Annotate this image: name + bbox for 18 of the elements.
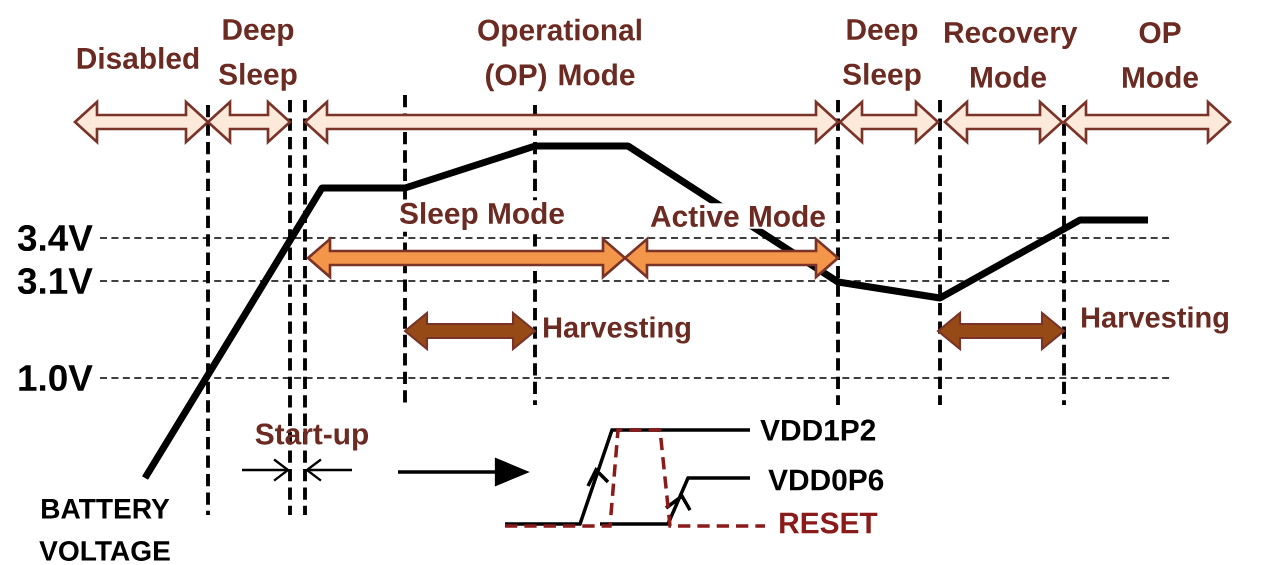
mode-label: Active Mode (648, 203, 828, 229)
curve-label: BATTERY VOLTAGE (39, 499, 170, 561)
harvesting-label: Harvesting (1082, 306, 1228, 334)
start-up-label: Start-up (255, 423, 369, 451)
mode-label: Deep Sleep (843, 19, 921, 91)
mode-label: Recovery Mode (945, 22, 1078, 88)
signal-label: RESET (780, 512, 878, 534)
voltage-label: 1.0V (19, 364, 93, 392)
mode-label: Disabled (77, 47, 199, 69)
mode-label: Sleep Mode (397, 200, 567, 232)
voltage-label: 3.1V (17, 267, 93, 295)
harvesting-label: Harvesting (544, 316, 690, 344)
signal-label: VDD0P6 (768, 469, 884, 491)
voltage-label: 3.4V (17, 224, 93, 252)
mode-label: Deep Sleep (219, 19, 297, 91)
mode-label: Operational (OP) Mode (478, 18, 641, 92)
signal-label: VDD1P2 (760, 419, 876, 441)
mode-label: OP Mode (1123, 22, 1198, 88)
